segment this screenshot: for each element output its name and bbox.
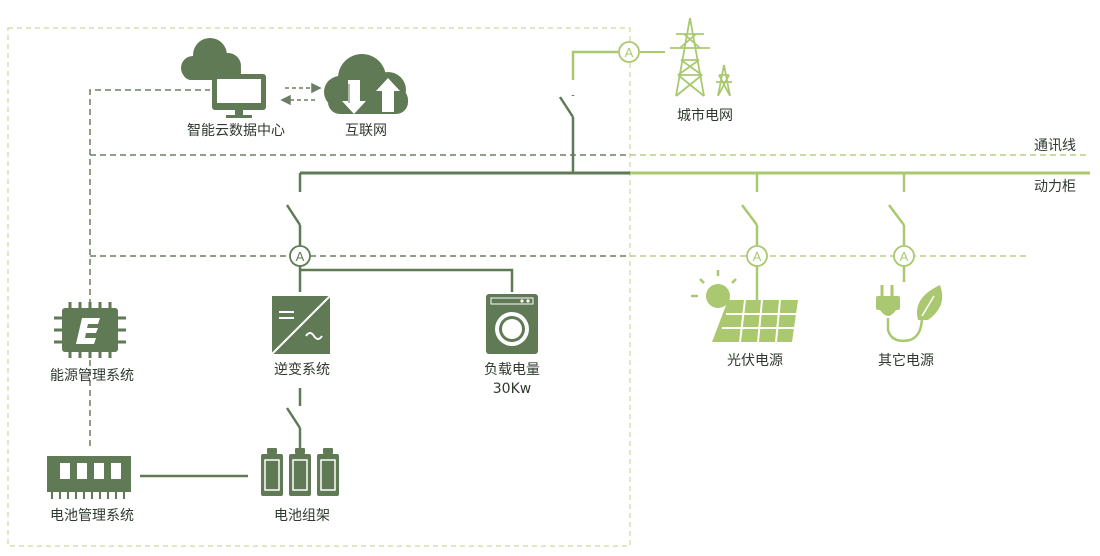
- svg-text:A: A: [753, 249, 762, 264]
- memory-module-icon: [47, 456, 131, 499]
- other-meter: A: [893, 245, 915, 267]
- ems-label: 能源管理系统: [50, 368, 134, 384]
- cloud-monitor-icon: [181, 38, 266, 118]
- other-power-label: 其它电源: [878, 353, 934, 369]
- internet-label: 互联网: [345, 123, 387, 139]
- inverter-branch: [140, 204, 514, 478]
- inverter-label: 逆变系统: [274, 362, 330, 378]
- cloud-upload-download-icon: [324, 54, 408, 114]
- grid-meter: A: [618, 41, 640, 63]
- bms-label: 电池管理系统: [50, 508, 134, 524]
- inverter-icon: [271, 295, 331, 355]
- cloud-ems-link: [89, 89, 210, 450]
- battery-label: 电池组架: [274, 508, 330, 524]
- battery-rack-icon: [261, 448, 339, 496]
- power-tower-icon: [670, 17, 732, 97]
- power-cabinet-bus: [298, 171, 1090, 192]
- pv-meter: A: [746, 245, 768, 267]
- grid-feed: [558, 50, 665, 173]
- sync-arrows: [280, 82, 322, 106]
- power-cabinet-label: 动力柜: [1034, 179, 1076, 195]
- svg-text:A: A: [900, 249, 909, 264]
- washing-machine-icon: [486, 294, 538, 354]
- chip-e-icon: [54, 302, 126, 358]
- load-value: 30Kw: [492, 381, 532, 397]
- solar-panel-icon: [691, 270, 798, 343]
- load-label: 负载电量: [484, 362, 540, 378]
- comm-line-label: 通讯线: [1034, 138, 1076, 154]
- pv-label: 光伏电源: [727, 353, 783, 369]
- plug-leaf-icon: [876, 285, 943, 343]
- pv-branch: [741, 204, 759, 300]
- svg-text:A: A: [625, 45, 634, 60]
- system-boundary: [7, 27, 631, 547]
- svg-text:A: A: [296, 249, 305, 264]
- inverter-meter: A: [289, 245, 311, 267]
- cloud-center-label: 智能云数据中心: [187, 123, 285, 139]
- other-branch: [888, 204, 906, 282]
- city-grid-label: 城市电网: [677, 108, 733, 124]
